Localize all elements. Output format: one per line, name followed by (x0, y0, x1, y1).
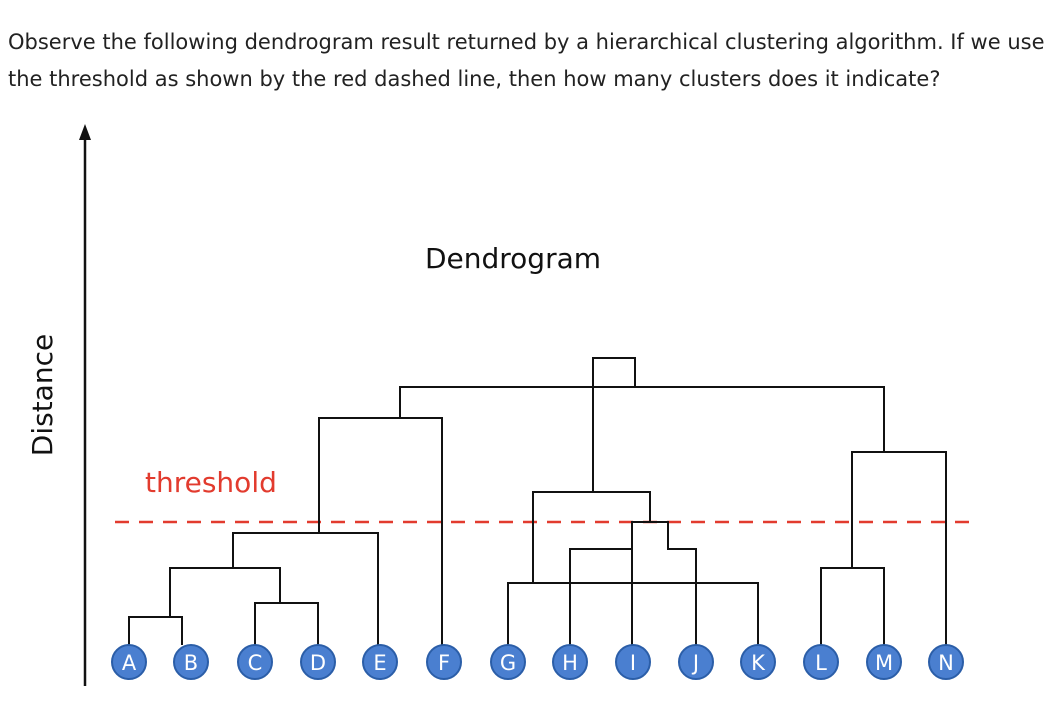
leaf-node-h: H (552, 644, 588, 680)
leaf-label-l: L (815, 651, 827, 675)
leaf-nodes: A B C D E F G H I J K L M N (111, 644, 964, 680)
link-middle-top (592, 357, 636, 492)
link-hij (631, 521, 697, 645)
dendrogram-links (128, 357, 947, 645)
leaf-label-h: H (562, 651, 578, 675)
link-hi (569, 548, 633, 645)
link-ab (128, 616, 183, 645)
leaf-node-m: M (866, 644, 902, 680)
leaf-node-b: B (173, 644, 209, 680)
axis-arrow-icon (79, 124, 91, 140)
leaf-label-j: J (691, 651, 699, 675)
leaf-node-i: I (615, 644, 651, 680)
link-gk-hij (532, 491, 651, 583)
link-lm (820, 567, 885, 645)
leaf-label-m: M (875, 651, 893, 675)
leaf-node-a: A (111, 644, 147, 680)
link-abcdef (318, 417, 443, 645)
link-left-right (399, 386, 885, 452)
leaf-label-c: C (248, 651, 263, 675)
link-gk (507, 582, 759, 645)
axis-label: Distance (26, 334, 59, 456)
leaf-label-f: F (438, 651, 450, 675)
leaf-label-n: N (938, 651, 954, 675)
leaf-node-k: K (740, 644, 776, 680)
diagram-title: Dendrogram (425, 242, 601, 275)
leaf-label-k: K (751, 651, 766, 675)
question-text: Observe the following dendrogram result … (8, 30, 1045, 91)
link-abcde (232, 532, 379, 645)
link-abcd (169, 567, 281, 617)
leaf-node-e: E (362, 644, 398, 680)
leaf-node-d: D (300, 644, 336, 680)
leaf-label-d: D (310, 651, 326, 675)
leaf-label-i: I (630, 651, 636, 675)
leaf-node-c: C (237, 644, 273, 680)
link-cd (254, 602, 319, 645)
leaf-node-n: N (928, 644, 964, 680)
leaf-label-b: B (184, 651, 198, 675)
leaf-node-g: G (490, 644, 526, 680)
leaf-node-f: F (426, 644, 462, 680)
leaf-node-l: L (803, 644, 839, 680)
leaf-label-g: G (500, 651, 516, 675)
leaf-label-a: A (122, 651, 137, 675)
leaf-label-e: E (373, 651, 386, 675)
link-lmn (851, 451, 947, 645)
leaf-node-j: J (678, 644, 714, 680)
threshold-label: threshold (145, 466, 277, 499)
